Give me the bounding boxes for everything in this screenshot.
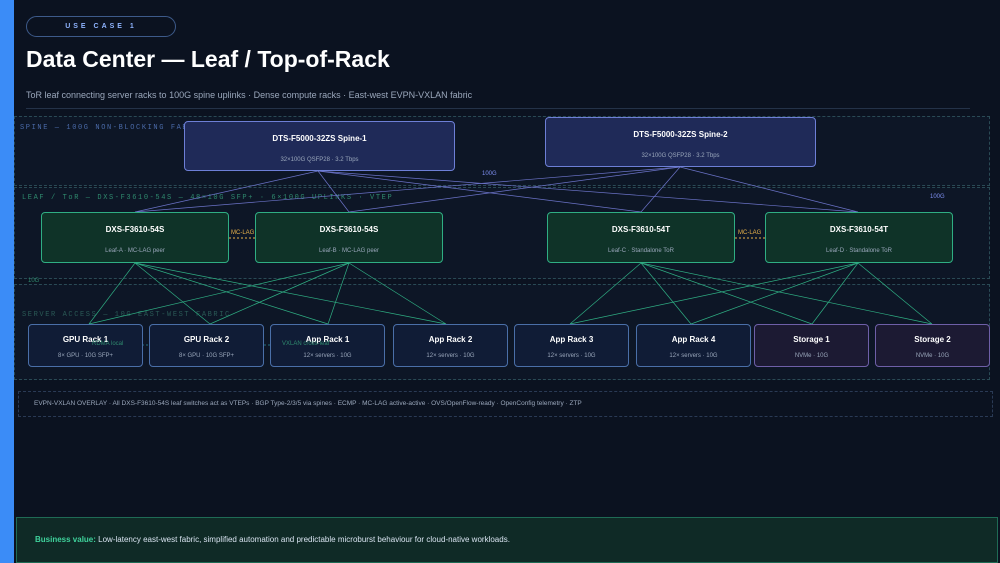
uplink-speed-label-right: 100G xyxy=(930,194,945,200)
leaf-d-node[interactable]: DXS-F3610-54T Leaf-D · Standalone ToR xyxy=(765,212,953,263)
uplink-speed-label-center: 100G xyxy=(482,171,497,177)
app-rack-3-name: App Rack 3 xyxy=(549,335,594,344)
use-case-pill: USE CASE 1 xyxy=(26,16,176,37)
app-rack-3-node[interactable]: App Rack 3 12× servers · 10G xyxy=(514,324,629,367)
page-subtitle: ToR leaf connecting server racks to 100G… xyxy=(26,90,473,100)
gpu-rack-2-node[interactable]: GPU Rack 2 8× GPU · 10G SFP+ xyxy=(149,324,264,367)
app-rack-1-spec: 12× servers · 10G xyxy=(303,353,352,359)
app-rack-4-spec: 12× servers · 10G xyxy=(669,353,718,359)
leaf-b-node[interactable]: DXS-F3610-54S Leaf-B · MC-LAG peer xyxy=(255,212,443,263)
evpn-overlay-note: EVPN-VXLAN OVERLAY · All DXS-F3610-54S l… xyxy=(18,391,993,417)
vxlan-cross-leaf-label: VXLAN cross-leaf xyxy=(282,341,330,347)
spine-1-node[interactable]: DTS-F5000-32ZS Spine-1 32×100G QSFP28 · … xyxy=(184,121,455,171)
gpu-rack-1-name: GPU Rack 1 xyxy=(62,335,109,344)
app-rack-3-spec: 12× servers · 10G xyxy=(547,353,596,359)
gpu-rack-2-name: GPU Rack 2 xyxy=(183,335,230,344)
leaf-a-name: DXS-F3610-54S xyxy=(105,225,165,234)
leaf-a-node[interactable]: DXS-F3610-54S Leaf-A · MC-LAG peer xyxy=(41,212,229,263)
mclag-label-cd: MC-LAG xyxy=(738,230,762,236)
spine-2-name: DTS-F5000-32ZS Spine-2 xyxy=(633,130,728,139)
leaf-c-role: Leaf-C · Standalone ToR xyxy=(608,248,674,254)
leaf-a-role: Leaf-A · MC-LAG peer xyxy=(105,248,165,254)
storage-1-name: Storage 1 xyxy=(793,335,830,344)
header-divider xyxy=(26,108,970,109)
storage-2-spec: NVMe · 10G xyxy=(915,353,950,359)
leaf-zone-label: LEAF / ToR — DXS-F3610-54S — 48×10G SFP+… xyxy=(22,194,394,202)
storage-2-node[interactable]: Storage 2 NVMe · 10G xyxy=(875,324,990,367)
app-rack-2-spec: 12× servers · 10G xyxy=(426,353,475,359)
spine-2-spec: 32×100G QSFP28 · 3.2 Tbps xyxy=(641,153,720,159)
gpu-rack-2-spec: 8× GPU · 10G SFP+ xyxy=(178,353,235,359)
business-value-label: Business value: xyxy=(35,535,96,544)
app-rack-4-node[interactable]: App Rack 4 12× servers · 10G xyxy=(636,324,751,367)
accent-bar xyxy=(0,0,14,563)
gpu-rack-1-spec: 8× GPU · 10G SFP+ xyxy=(57,353,114,359)
rdma-local-label: RDMA local xyxy=(92,341,124,347)
spine-1-spec: 32×100G QSFP28 · 3.2 Tbps xyxy=(280,157,359,163)
spine-1-name: DTS-F5000-32ZS Spine-1 xyxy=(272,134,367,143)
access-zone-label: SERVER ACCESS — 10G EAST-WEST FABRIC xyxy=(22,311,231,319)
spine-zone xyxy=(14,116,990,186)
spine-2-node[interactable]: DTS-F5000-32ZS Spine-2 32×100G QSFP28 · … xyxy=(545,117,816,167)
spine-zone-label: SPINE — 100G NON-BLOCKING FABRIC xyxy=(20,124,206,132)
gpu-rack-1-node[interactable]: GPU Rack 1 8× GPU · 10G SFP+ xyxy=(28,324,143,367)
leaf-b-role: Leaf-B · MC-LAG peer xyxy=(318,248,380,254)
app-rack-1-node[interactable]: App Rack 1 12× servers · 10G xyxy=(270,324,385,367)
page-title: Data Center — Leaf / Top-of-Rack xyxy=(26,46,390,72)
storage-1-node[interactable]: Storage 1 NVMe · 10G xyxy=(754,324,869,367)
access-speed-label: 10G xyxy=(28,278,40,284)
app-rack-2-node[interactable]: App Rack 2 12× servers · 10G xyxy=(393,324,508,367)
app-rack-1-name: App Rack 1 xyxy=(305,335,350,344)
storage-2-name: Storage 2 xyxy=(914,335,951,344)
mclag-label-ab: MC-LAG xyxy=(231,230,255,236)
app-rack-2-name: App Rack 2 xyxy=(428,335,473,344)
app-rack-4-name: App Rack 4 xyxy=(671,335,716,344)
business-value-text: Low-latency east-west fabric, simplified… xyxy=(98,535,510,544)
leaf-b-name: DXS-F3610-54S xyxy=(319,225,379,234)
leaf-d-name: DXS-F3610-54T xyxy=(829,225,889,234)
leaf-d-role: Leaf-D · Standalone ToR xyxy=(826,248,892,254)
storage-1-spec: NVMe · 10G xyxy=(794,353,829,359)
leaf-c-node[interactable]: DXS-F3610-54T Leaf-C · Standalone ToR xyxy=(547,212,735,263)
leaf-c-name: DXS-F3610-54T xyxy=(611,225,671,234)
business-value-banner: Business value: Low-latency east-west fa… xyxy=(16,517,998,563)
